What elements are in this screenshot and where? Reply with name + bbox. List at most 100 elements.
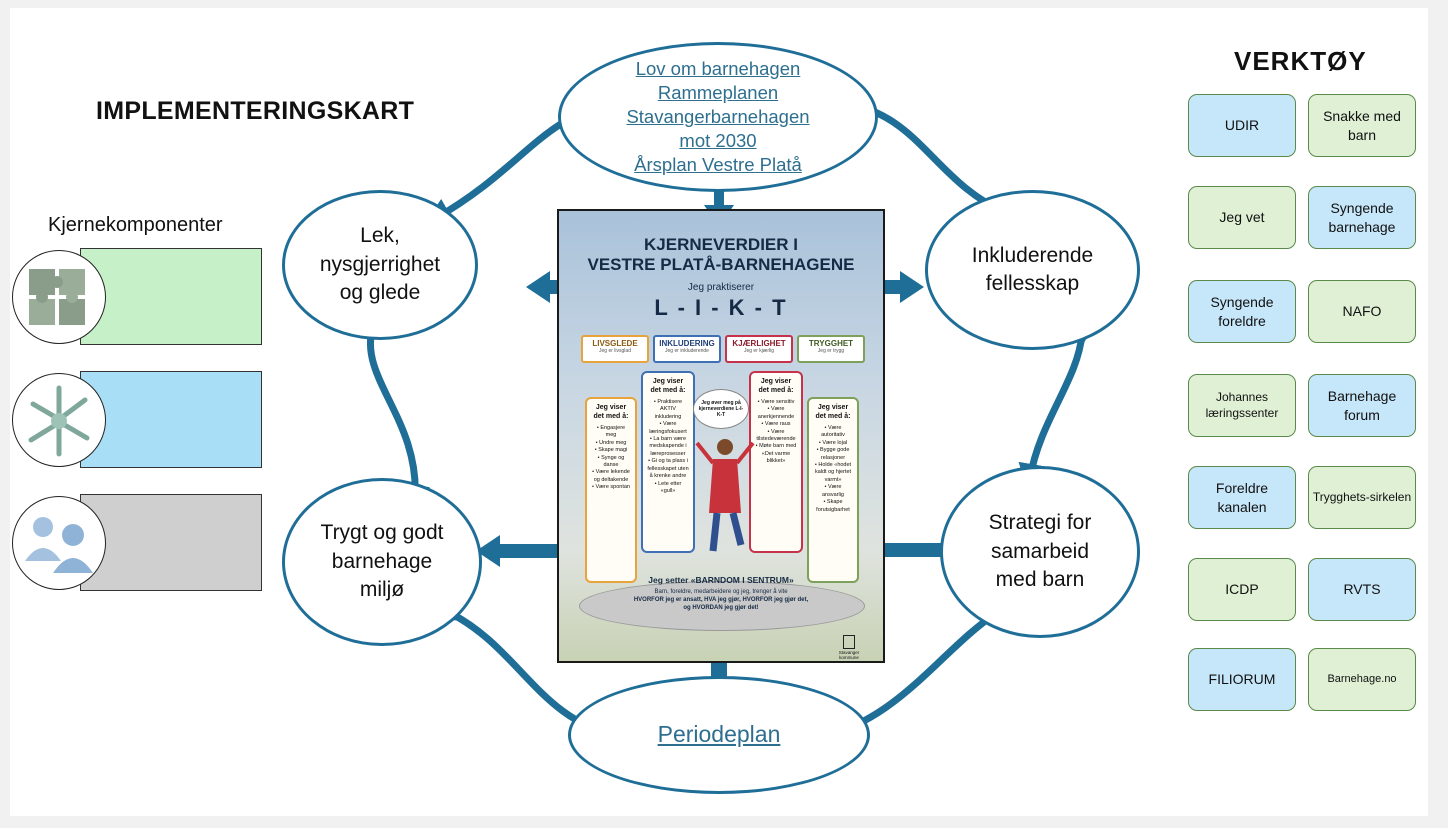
kjerneverdier-poster: KJERNEVERDIER I VESTRE PLATÅ-BARNEHAGENE… xyxy=(557,209,885,663)
value-inkludering-sub: Jeg er inkluderende xyxy=(665,347,709,354)
arrow-poster-to-trygt xyxy=(476,535,566,567)
column-item: • Være lekende og deltakende xyxy=(592,469,630,483)
column-item: • Undre meg xyxy=(595,439,627,446)
poster-bottom-text-2: HVORFOR jeg er ansatt, HVA jeg gjør, HVO… xyxy=(633,597,809,603)
poster-bottom-title: Jeg setter «BARNDOM I SENTRUM» xyxy=(648,575,794,585)
column-item: • Møte barn med «Det varme blikket» xyxy=(755,443,797,465)
column-item: • Holde «hodet kaldt og hjertet varmt» xyxy=(814,461,852,483)
node-inkluderende-label: Inkluderende fellesskap xyxy=(971,243,1094,295)
node-inkluderende-fellesskap: Inkluderende fellesskap xyxy=(925,190,1140,350)
column-item: • Være sensitiv xyxy=(757,398,795,405)
tool-foreldre-kanalen[interactable]: Foreldre kanalen xyxy=(1188,466,1296,529)
value-livsglede-sub: Jeg er livsglad xyxy=(599,347,631,354)
tool-johannes-laeringssenter[interactable]: Johannes læringssenter xyxy=(1188,374,1296,437)
column-kjaerlighet: Jeg viser det med å: • Være sensitiv • V… xyxy=(749,371,803,553)
tool-udir[interactable]: UDIR xyxy=(1188,94,1296,157)
arrow-poster-to-strategi xyxy=(868,534,968,566)
column-item: • Være anerkjennende xyxy=(757,406,795,420)
column-item: • Være autoritativ xyxy=(821,424,845,439)
tool-nafo[interactable]: NAFO xyxy=(1308,280,1416,343)
column-item: • Være læringsfokusert xyxy=(649,421,687,435)
value-inkludering: INKLUDERING Jeg er inkluderende xyxy=(653,335,721,363)
tool-barnehage-forum[interactable]: Barnehage forum xyxy=(1308,374,1416,437)
column-item: • Synge og danse xyxy=(597,454,625,468)
value-trygghet: TRYGGHET Jeg er trygg xyxy=(797,335,865,363)
arrow-lek-to-trygt xyxy=(361,313,430,514)
column-item: • La barn være medskapende i læreprosess… xyxy=(649,435,687,457)
column-item: • Skape magi xyxy=(594,447,628,454)
tool-filiorum[interactable]: FILIORUM xyxy=(1188,648,1296,711)
arrow-poster-to-inkluderende xyxy=(856,271,924,303)
value-livsglede-name: LIVSGLEDE xyxy=(592,339,638,348)
kjernekomponenter-label: Kjernekomponenter xyxy=(48,214,223,236)
tool-rvts[interactable]: RVTS xyxy=(1308,558,1416,621)
core-component-box-1 xyxy=(80,248,262,345)
node-lek-label: Lek, nysgjerrighet og glede xyxy=(319,224,441,305)
logo-text: Stavanger kommune xyxy=(838,650,860,660)
node-trygt-label: Trygt og godt barnehage miljø xyxy=(320,521,444,602)
tool-syngende-foreldre[interactable]: Syngende foreldre xyxy=(1188,280,1296,343)
column-trygghet: Jeg viser det med å: • Være autoritativ … xyxy=(807,397,859,583)
verktoy-title: VERKTØY xyxy=(1234,46,1367,76)
top-documents-ellipse: Lov om barnehagen Rammeplanen Stavangerb… xyxy=(558,42,878,192)
link-lov-om-barnehagen[interactable]: Lov om barnehagen xyxy=(635,57,801,79)
node-periodeplan: Periodeplan xyxy=(568,676,870,794)
poster-title-line2: VESTRE PLATÅ-BARNEHAGENE xyxy=(587,255,855,274)
tool-syngende-barnehage[interactable]: Syngende barnehage xyxy=(1308,186,1416,249)
logo-icon xyxy=(843,635,855,649)
stavanger-logo: Stavanger kommune xyxy=(829,635,869,660)
link-mot-2030[interactable]: mot 2030 xyxy=(679,130,757,152)
column-livsglede-head: Jeg viser det med å: xyxy=(593,404,629,421)
link-stavangerbarnehagen[interactable]: Stavangerbarnehagen xyxy=(626,105,810,127)
node-strategi-label: Strategi for samarbeid med barn xyxy=(988,511,1092,592)
link-periodeplan[interactable]: Periodeplan xyxy=(657,721,781,748)
column-item: • Lete etter «gull» xyxy=(654,480,682,494)
link-arsplan-vestre-plata[interactable]: Årsplan Vestre Platå xyxy=(634,154,802,176)
column-item: • Skape forutsigbarhet xyxy=(816,499,850,513)
thought-bubble-text: Jeg øver meg på kjerneverdiene L-I-K-T xyxy=(698,400,744,418)
column-item: • Praktisere AKTIV inkludering xyxy=(653,398,683,420)
poster-bottom-text-1: Barn, foreldre, medarbeidere og jeg, tre… xyxy=(654,589,788,595)
tool-snakke-med-barn[interactable]: Snakke med barn xyxy=(1308,94,1416,157)
hands-icon xyxy=(28,385,90,457)
tool-trygghetssirkelen[interactable]: Trygghets-sirkelen xyxy=(1308,466,1416,529)
column-item: • Gi og ta plass i fellesskapet uten å k… xyxy=(647,458,689,480)
value-livsglede: LIVSGLEDE Jeg er livsglad xyxy=(581,335,649,363)
tool-jeg-vet[interactable]: Jeg vet xyxy=(1188,186,1296,249)
page-title: IMPLEMENTERINGSKART xyxy=(96,97,415,125)
core-component-circle-2 xyxy=(12,373,106,467)
column-item: • Være ansvarlig xyxy=(821,484,844,498)
value-inkludering-name: INKLUDERING xyxy=(659,339,715,348)
column-item: • Engasjere meg xyxy=(596,424,626,439)
puzzle-icon xyxy=(29,269,85,325)
thought-bubble: Jeg øver meg på kjerneverdiene L-I-K-T xyxy=(693,389,749,429)
poster-title-line1: KJERNEVERDIER I xyxy=(644,235,798,254)
arrow-inkluderende-to-strategi xyxy=(1018,318,1098,492)
poster-bottom-text-3: og HVORDAN jeg gjør det! xyxy=(683,605,759,611)
value-kjaerlighet-name: KJÆRLIGHET xyxy=(732,339,786,348)
value-trygghet-sub: Jeg er trygg xyxy=(817,347,845,354)
person-illustration xyxy=(695,439,755,552)
arrow-top-to-poster xyxy=(704,188,734,227)
people-icon xyxy=(25,517,93,573)
core-component-circle-3 xyxy=(12,496,106,590)
poster-subtitle: Jeg praktiserer xyxy=(687,282,755,293)
column-trygghet-head: Jeg viser det med å: xyxy=(815,404,851,421)
poster-acronym: L - I - K - T xyxy=(654,295,788,320)
column-item: • Være raus xyxy=(761,421,791,428)
tool-barnehage-no[interactable]: Barnehage.no xyxy=(1308,648,1416,711)
column-item: • Være lojal xyxy=(818,439,848,446)
node-trygt-barnehagemiljo: Trygt og godt barnehage miljø xyxy=(282,478,482,646)
node-lek-nysgjerrighet: Lek, nysgjerrighet og glede xyxy=(282,190,478,340)
column-kjaerlighet-head: Jeg viser det med å: xyxy=(758,378,794,395)
column-item: • Være spontan xyxy=(591,484,630,491)
tool-icdp[interactable]: ICDP xyxy=(1188,558,1296,621)
node-strategi-samarbeid: Strategi for samarbeid med barn xyxy=(940,466,1140,638)
core-component-box-2 xyxy=(80,371,262,468)
value-trygghet-name: TRYGGHET xyxy=(808,339,854,348)
link-rammeplanen[interactable]: Rammeplanen xyxy=(657,81,779,103)
column-item: • Være tilstedeværende xyxy=(756,428,796,442)
column-item: • Bygge gode relasjoner xyxy=(816,447,850,461)
column-livsglede: Jeg viser det med å: • Engasjere meg • U… xyxy=(585,397,637,583)
column-inkludering: Jeg viser det med å: • Praktisere AKTIV … xyxy=(641,371,695,553)
